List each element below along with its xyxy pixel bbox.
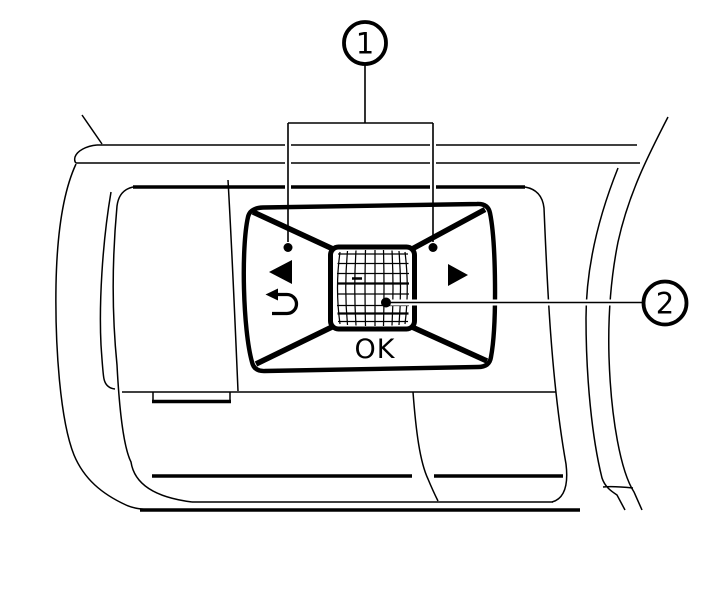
return-arrow-icon <box>272 292 299 316</box>
right-trim-inner-curve <box>585 167 626 511</box>
recess-left-edge <box>112 186 193 503</box>
right-arrow-icon <box>448 264 468 286</box>
return-button <box>265 288 299 316</box>
callout-1-dot-right <box>428 243 438 252</box>
recess-divider-lower <box>412 391 439 502</box>
cluster-spoke-bottom-right <box>410 324 489 364</box>
callout-2-badge <box>641 279 689 327</box>
ok-button-label: OK <box>355 334 396 365</box>
recess-divider-upper <box>227 179 239 392</box>
panel-outer-left-edge <box>55 163 153 511</box>
cluster-spoke-top-left <box>251 209 335 252</box>
callout-1-dot-left <box>283 243 293 252</box>
trim-end-hook <box>73 144 98 164</box>
lower-notch-sides <box>152 392 231 400</box>
cluster-spoke-top-right <box>410 207 487 252</box>
callout-2: 2 <box>381 279 689 327</box>
right-trim-outer-curve <box>608 116 669 511</box>
pillar-line <box>81 114 103 145</box>
dashboard-trim-lines <box>55 114 669 512</box>
return-arrowhead <box>265 288 278 301</box>
previous-button <box>269 260 292 284</box>
recess-right-edge <box>524 186 568 503</box>
recess-left-bevel <box>99 191 116 390</box>
thumbwheel <box>328 244 417 332</box>
callout-2-number: 2 <box>656 287 674 321</box>
callout-1-number: 1 <box>356 27 374 61</box>
callout-1-badge <box>342 20 388 66</box>
callout-1: 1 <box>283 20 438 252</box>
control-cluster: OK <box>241 201 498 374</box>
callout-2-dot <box>381 297 391 308</box>
callout-1-leader-lines <box>287 64 434 242</box>
next-button <box>448 264 468 286</box>
cluster-spoke-bottom-left <box>254 324 334 367</box>
right-trim-connector <box>602 485 634 489</box>
thumbwheel-frame <box>328 244 417 332</box>
left-arrow-icon <box>269 260 292 284</box>
